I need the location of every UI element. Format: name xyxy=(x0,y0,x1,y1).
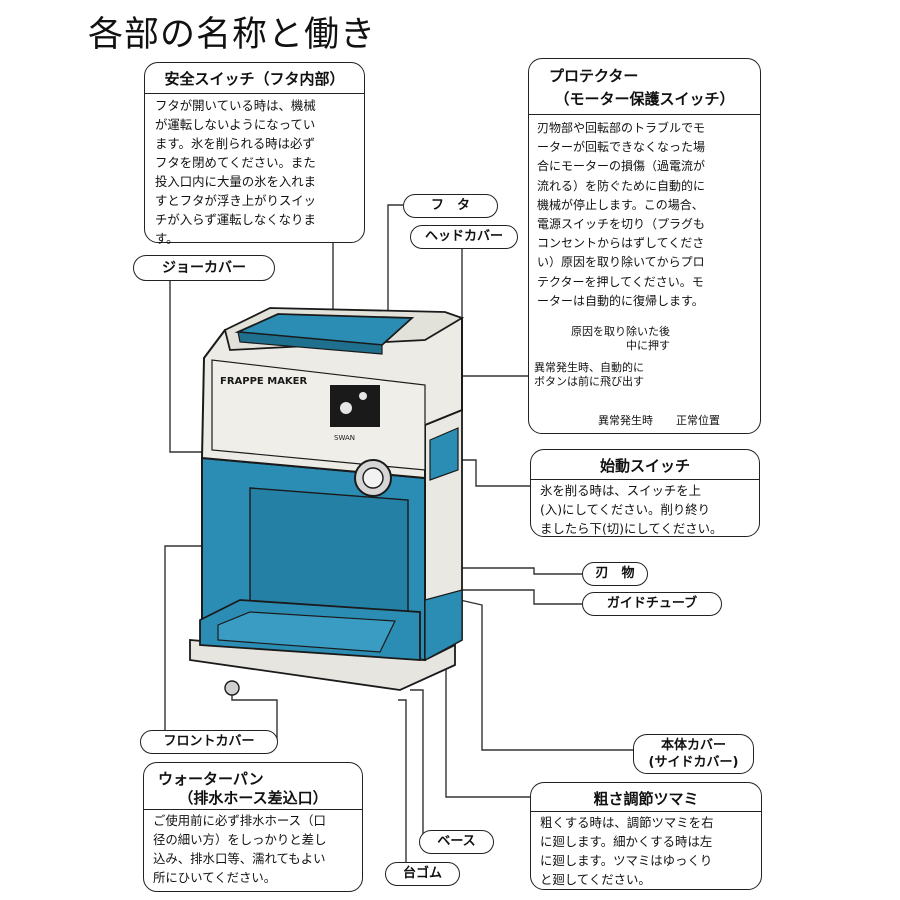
page-title: 各部の名称と働き xyxy=(88,15,377,55)
water-pan-title-2: （排水ホース差込口） xyxy=(178,789,328,807)
blade-label: 刃 物 xyxy=(582,562,648,586)
start-switch-body: 氷を削る時は、スイッチを上 (入)にしてください。削り終り ましたら下(切)にし… xyxy=(540,483,723,536)
inset-label-push: 原因を取り除いた後 中に押す xyxy=(571,325,670,352)
lid-label: フ タ xyxy=(403,194,498,218)
protector-title-2: （モーター保護スイッチ） xyxy=(554,90,735,108)
water-pan-body: ご使用前に必ず排水ホース（口 径の細い方）をしっかりと差し 込み、排水口等、濡れ… xyxy=(153,813,327,885)
rubber-feet-label: 台ゴム xyxy=(385,862,460,886)
coarseness-knob-title: 粗さ調節ツマミ xyxy=(593,790,699,808)
panel-label: SWAN xyxy=(334,434,355,442)
base-label: ベース xyxy=(419,830,494,854)
front-cover-label: フロントカバー xyxy=(140,730,278,754)
start-switch-callout: 始動スイッチ 氷を削る時は、スイッチを上 (入)にしてください。削り終り ました… xyxy=(530,449,760,537)
safety-switch-body: フタが開いている時は、機械 が運転しないようになってい ます。氷を削られる時は必… xyxy=(155,98,317,246)
coarseness-knob-body: 粗くする時は、調節ツマミを右 に廻します。細かくする時は左 に廻します。ツマミは… xyxy=(540,815,714,887)
inset-label-popout: 異常発生時、自動的に ボタンは前に飛び出す xyxy=(534,361,644,388)
water-pan-callout: ウォーターパン （排水ホース差込口） ご使用前に必ず排水ホース（口 径の細い方）… xyxy=(143,762,363,892)
brand-label: FRAPPE MAKER xyxy=(220,376,308,387)
protector-title-1: プロテクター xyxy=(549,67,639,85)
body-cover-label: 本体カバー (サイドカバー) xyxy=(633,734,754,774)
machine-body xyxy=(189,307,465,696)
protector-callout: プロテクター （モーター保護スイッチ） 刃物部や回転部のトラブルでモ ーターが回… xyxy=(528,58,761,434)
jaw-cover-label: ジョーカバー xyxy=(133,255,275,281)
safety-switch-callout: 安全スイッチ（フタ内部） フタが開いている時は、機械 が運転しないようになってい… xyxy=(144,62,365,246)
water-pan-title-1: ウォーターパン xyxy=(158,770,264,788)
coarseness-knob-callout: 粗さ調節ツマミ 粗くする時は、調節ツマミを右 に廻します。細かくする時は左 に廻… xyxy=(530,782,762,890)
head-cover-label: ヘッドカバー xyxy=(410,225,518,249)
inset-label-abnormal: 異常発生時 xyxy=(598,414,653,427)
guide-tube-label: ガイドチューブ xyxy=(582,592,722,616)
safety-switch-title: 安全スイッチ（フタ内部） xyxy=(164,70,345,88)
protector-body: 刃物部や回転部のトラブルでモ ーターが回転できなくなった場 合にモーターの損傷（… xyxy=(537,121,706,308)
inset-label-normal: 正常位置 xyxy=(676,414,720,427)
start-switch-title: 始動スイッチ xyxy=(599,457,690,475)
